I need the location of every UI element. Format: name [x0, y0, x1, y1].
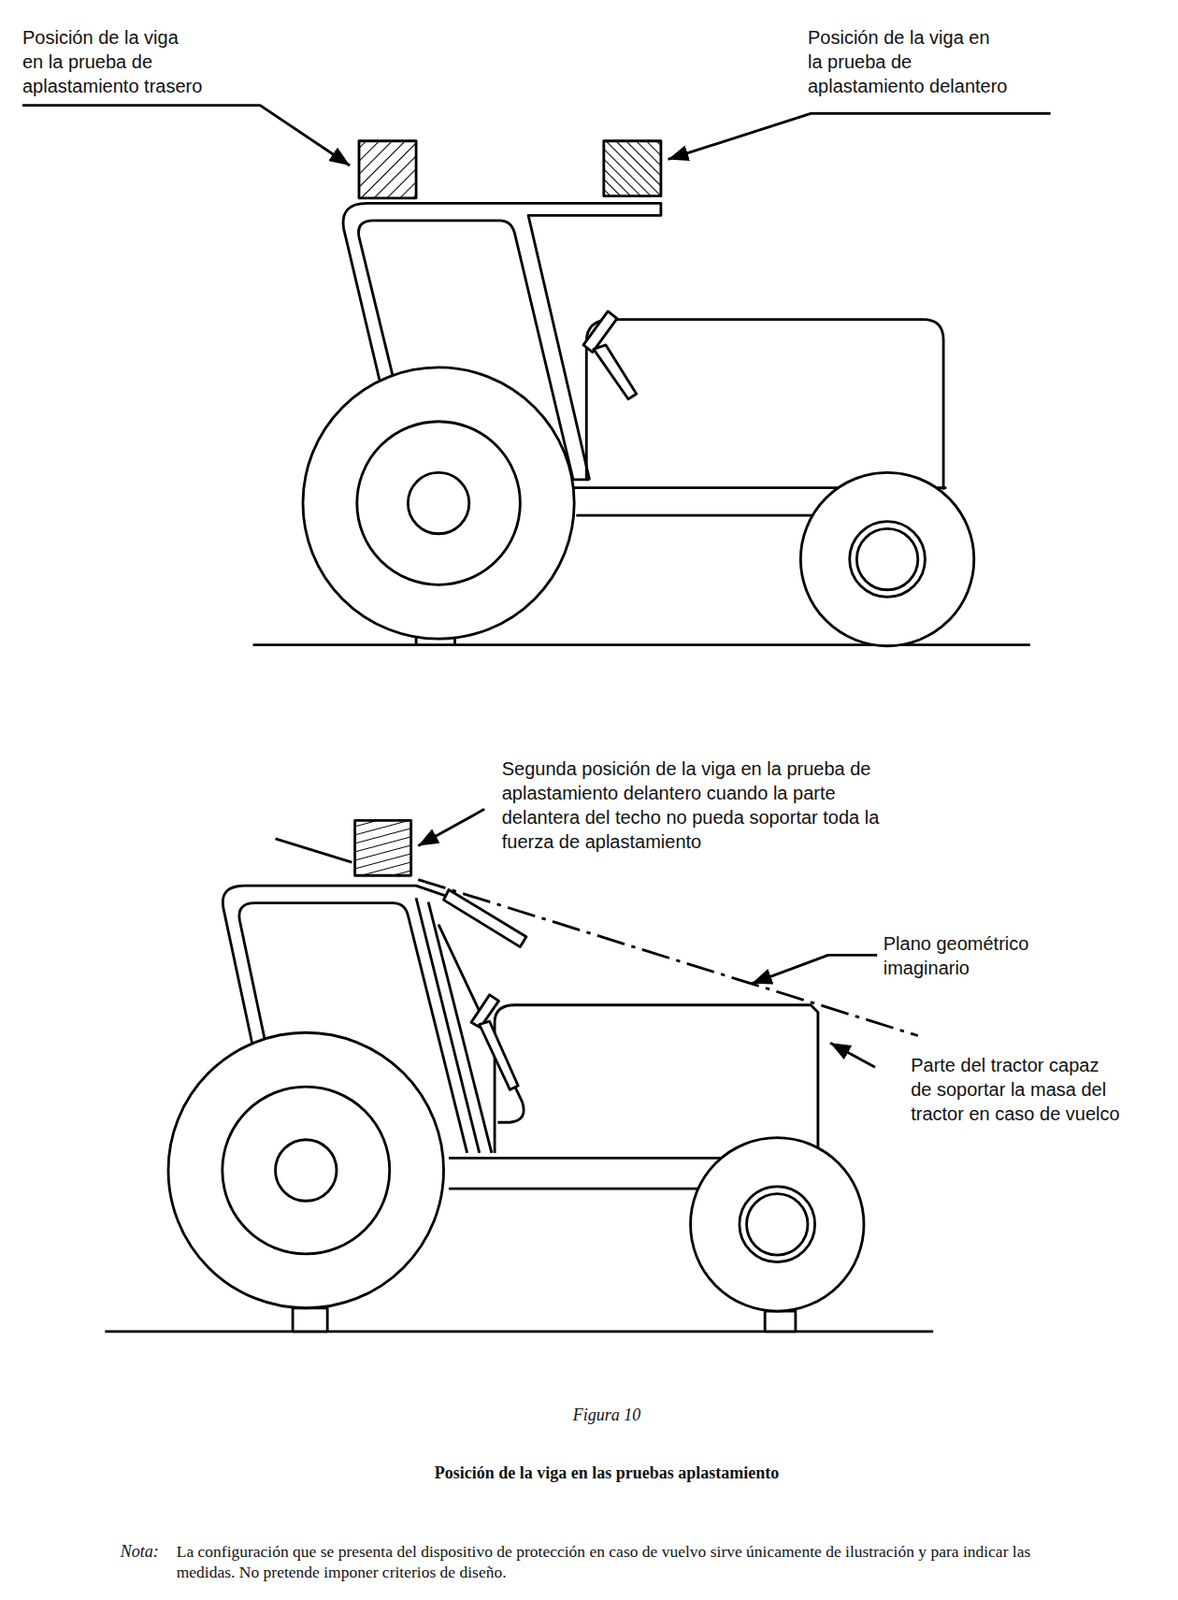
rear-hub — [407, 472, 469, 533]
rear-wheel — [168, 1032, 445, 1308]
tyre-contact — [764, 1310, 796, 1332]
front-wheel — [690, 1137, 864, 1311]
rear-hub — [275, 1139, 337, 1201]
second-crush-beam — [355, 819, 412, 876]
leader-line — [830, 1042, 876, 1067]
leader-line — [417, 808, 485, 846]
callout-label: Parte del tractor capaz de soportar la m… — [910, 1052, 1121, 1126]
front-rim — [849, 521, 926, 598]
rear-wheel — [302, 367, 575, 639]
plane-line — [417, 879, 919, 1036]
note-heading: Nota: — [120, 1540, 177, 1562]
steering-column — [479, 1020, 518, 1090]
rear-rim — [222, 1086, 390, 1254]
door-panel — [438, 924, 524, 1123]
callout-label: Segunda posición de la viga en la prueba… — [502, 756, 895, 854]
callout-label: Posición de la viga en la prueba de apla… — [807, 25, 1009, 99]
leader-line — [751, 954, 877, 984]
plane-line — [275, 838, 353, 862]
leader-line — [22, 105, 350, 166]
tyre-contact — [292, 1307, 328, 1332]
note-text: La configuración que se presenta del dis… — [176, 1540, 1061, 1582]
front-rim — [739, 1186, 816, 1263]
callout-label: Plano geométrico imaginario — [883, 931, 1038, 980]
front-hub — [747, 1193, 808, 1255]
figure-number: Figura 10 — [466, 1403, 748, 1426]
hood — [586, 319, 944, 490]
callout-label: Posición de la viga en la prueba de apla… — [22, 25, 204, 99]
front-crush-beam — [603, 141, 661, 197]
rear-rim — [357, 421, 521, 586]
front-hub — [856, 528, 918, 589]
rear-crush-beam — [359, 141, 417, 199]
figure-caption: Posición de la viga en las pruebas aplas… — [251, 1461, 963, 1484]
upper-tractor — [22, 105, 1051, 647]
windshield — [444, 890, 527, 948]
ground-line — [253, 643, 1031, 647]
ground-line — [104, 1329, 934, 1333]
front-wheel — [800, 472, 974, 646]
leader-line — [668, 113, 1051, 159]
lower-tractor — [104, 808, 934, 1332]
steering-column — [593, 344, 637, 400]
